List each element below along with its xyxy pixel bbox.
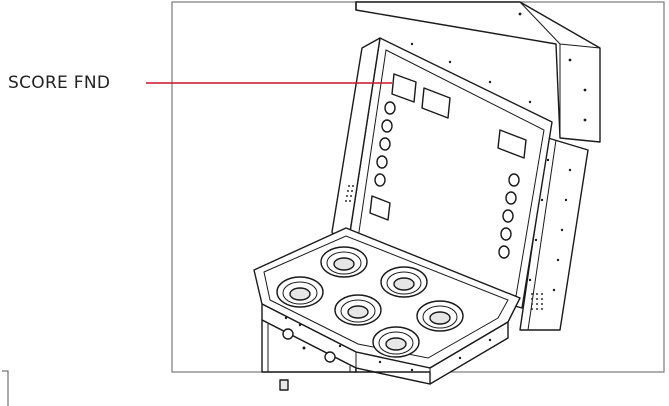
target-hole xyxy=(416,300,464,332)
target-holes xyxy=(276,246,464,358)
front-knob xyxy=(282,328,294,340)
lamp-right xyxy=(502,209,514,223)
lamp-right xyxy=(505,191,517,205)
cabinet-body xyxy=(261,319,431,391)
lamp-right xyxy=(508,173,520,187)
lamp-left xyxy=(376,155,388,169)
score-board-panel xyxy=(331,37,553,309)
speaker-grille-right xyxy=(531,293,543,310)
lamp-left xyxy=(381,119,393,133)
marquee-lid xyxy=(355,1,601,143)
score-fnd-label: SCORE FND xyxy=(8,73,111,93)
target-hole xyxy=(334,294,382,326)
coin-slot xyxy=(279,379,289,391)
lamp-left xyxy=(379,137,391,151)
speaker-grille-left xyxy=(345,185,354,202)
score-fnd-display-1 xyxy=(391,73,417,103)
lamp-right xyxy=(498,245,510,259)
target-hole xyxy=(372,326,420,358)
target-hole xyxy=(380,266,428,298)
score-fnd-display-3 xyxy=(497,129,527,159)
target-hole xyxy=(276,276,324,308)
lamp-left xyxy=(384,101,396,115)
target-hole xyxy=(320,246,368,278)
score-fnd-display-4 xyxy=(369,195,391,221)
lamp-left xyxy=(374,173,386,187)
corner-mark xyxy=(2,370,9,406)
lamp-right xyxy=(500,227,512,241)
score-fnd-display-2 xyxy=(421,87,451,119)
front-knob xyxy=(324,351,336,363)
